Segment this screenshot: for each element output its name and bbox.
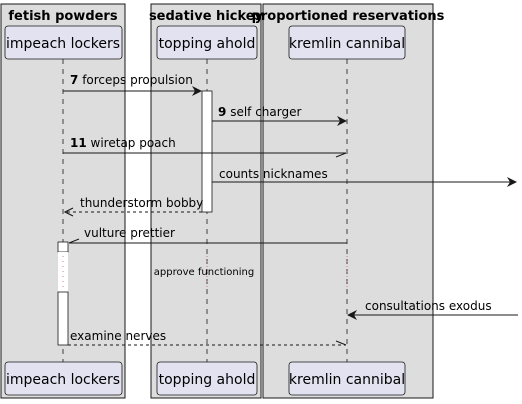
message-label: self charger [230,105,301,119]
message-label: thunderstorm bobby [80,196,203,210]
participant-kremlin-cannibal-top[interactable]: kremlin cannibal [288,25,406,60]
message-wiretap-poach: 11 wiretap poach [63,136,347,158]
message-label: consultations exodus [365,299,492,313]
box-title: proportioned reservations [252,9,445,24]
participant-label: kremlin cannibal [289,372,405,388]
participant-impeach-lockers-top[interactable]: impeach lockers [4,25,123,60]
message-label: vulture prettier [84,226,175,240]
box-title: sedative hickey [149,9,264,24]
message-label: forceps propulsion [82,73,193,87]
message-number: 11 [70,136,87,150]
participant-kremlin-cannibal-bottom[interactable]: kremlin cannibal [288,361,406,396]
svg-text:7 forceps propulsion: 7 forceps propulsion [70,73,193,87]
box-sedative-hickey: sedative hickey [149,3,264,399]
message-forceps-propulsion: 7 forceps propulsion [63,73,202,96]
activation-impeach-lockers-1 [57,241,69,253]
message-label: counts nicknames [219,167,328,181]
participant-label: kremlin cannibal [289,36,405,52]
message-label: wiretap poach [91,136,176,150]
participant-label: topping ahold [159,36,256,52]
message-number: 9 [218,105,226,119]
participant-label: impeach lockers [6,372,120,388]
participant-topping-ahold-top[interactable]: topping ahold [156,25,258,60]
message-consultations-exodus: consultations exodus [347,299,518,320]
participant-impeach-lockers-bottom[interactable]: impeach lockers [4,361,123,396]
message-counts-nicknames: counts nicknames [212,167,517,187]
box-title: fetish powders [8,9,117,24]
participant-label: impeach lockers [6,36,120,52]
activation-impeach-lockers-2 [57,291,69,346]
box-proportioned-reservations: proportioned reservations [252,3,445,399]
participant-topping-ahold-bottom[interactable]: topping ahold [156,361,258,396]
message-label: examine nerves [70,329,166,343]
participant-label: topping ahold [159,372,256,388]
message-self-charger: 9 self charger [212,105,347,126]
activation-topping-ahold [201,90,213,213]
svg-text:9 self charger: 9 self charger [218,105,301,119]
svg-text:11 wiretap poach: 11 wiretap poach [70,136,176,150]
message-thunderstorm-bobby: thunderstorm bobby [65,196,203,212]
message-examine-nerves: examine nerves [68,329,347,346]
delay-label: approve functioning [154,267,254,278]
message-vulture-prettier: vulture prettier [68,226,347,244]
message-number: 7 [70,73,78,87]
